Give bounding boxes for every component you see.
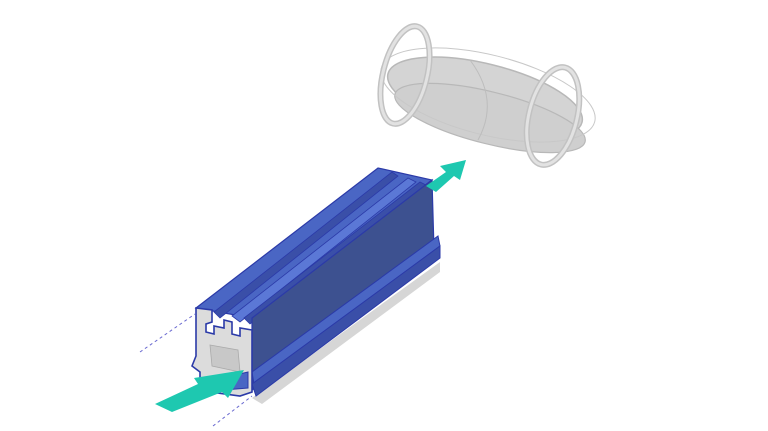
guide-line-bottom <box>212 395 253 427</box>
flow-arrow-in-icon <box>155 370 244 412</box>
flow-arrow-out-icon <box>426 160 466 192</box>
profile-shadow <box>252 262 440 404</box>
guide-line-left <box>139 313 196 353</box>
capsule-shape-icon <box>377 23 596 168</box>
extrusion-profile-icon <box>191 167 441 397</box>
